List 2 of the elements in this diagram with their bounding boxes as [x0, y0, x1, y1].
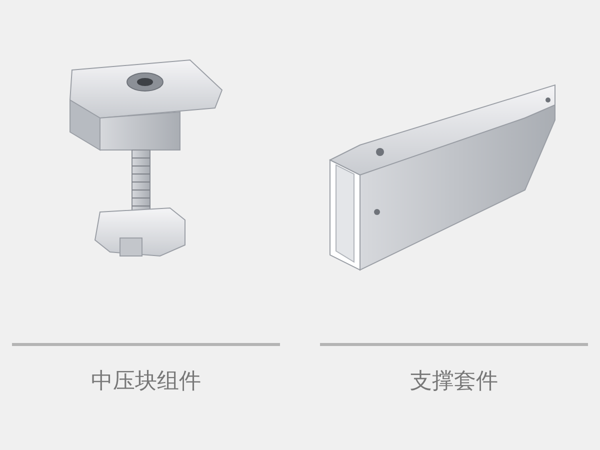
product-caption: 中压块组件 — [90, 368, 202, 396]
product-caption: 支撑套件 — [409, 368, 499, 396]
